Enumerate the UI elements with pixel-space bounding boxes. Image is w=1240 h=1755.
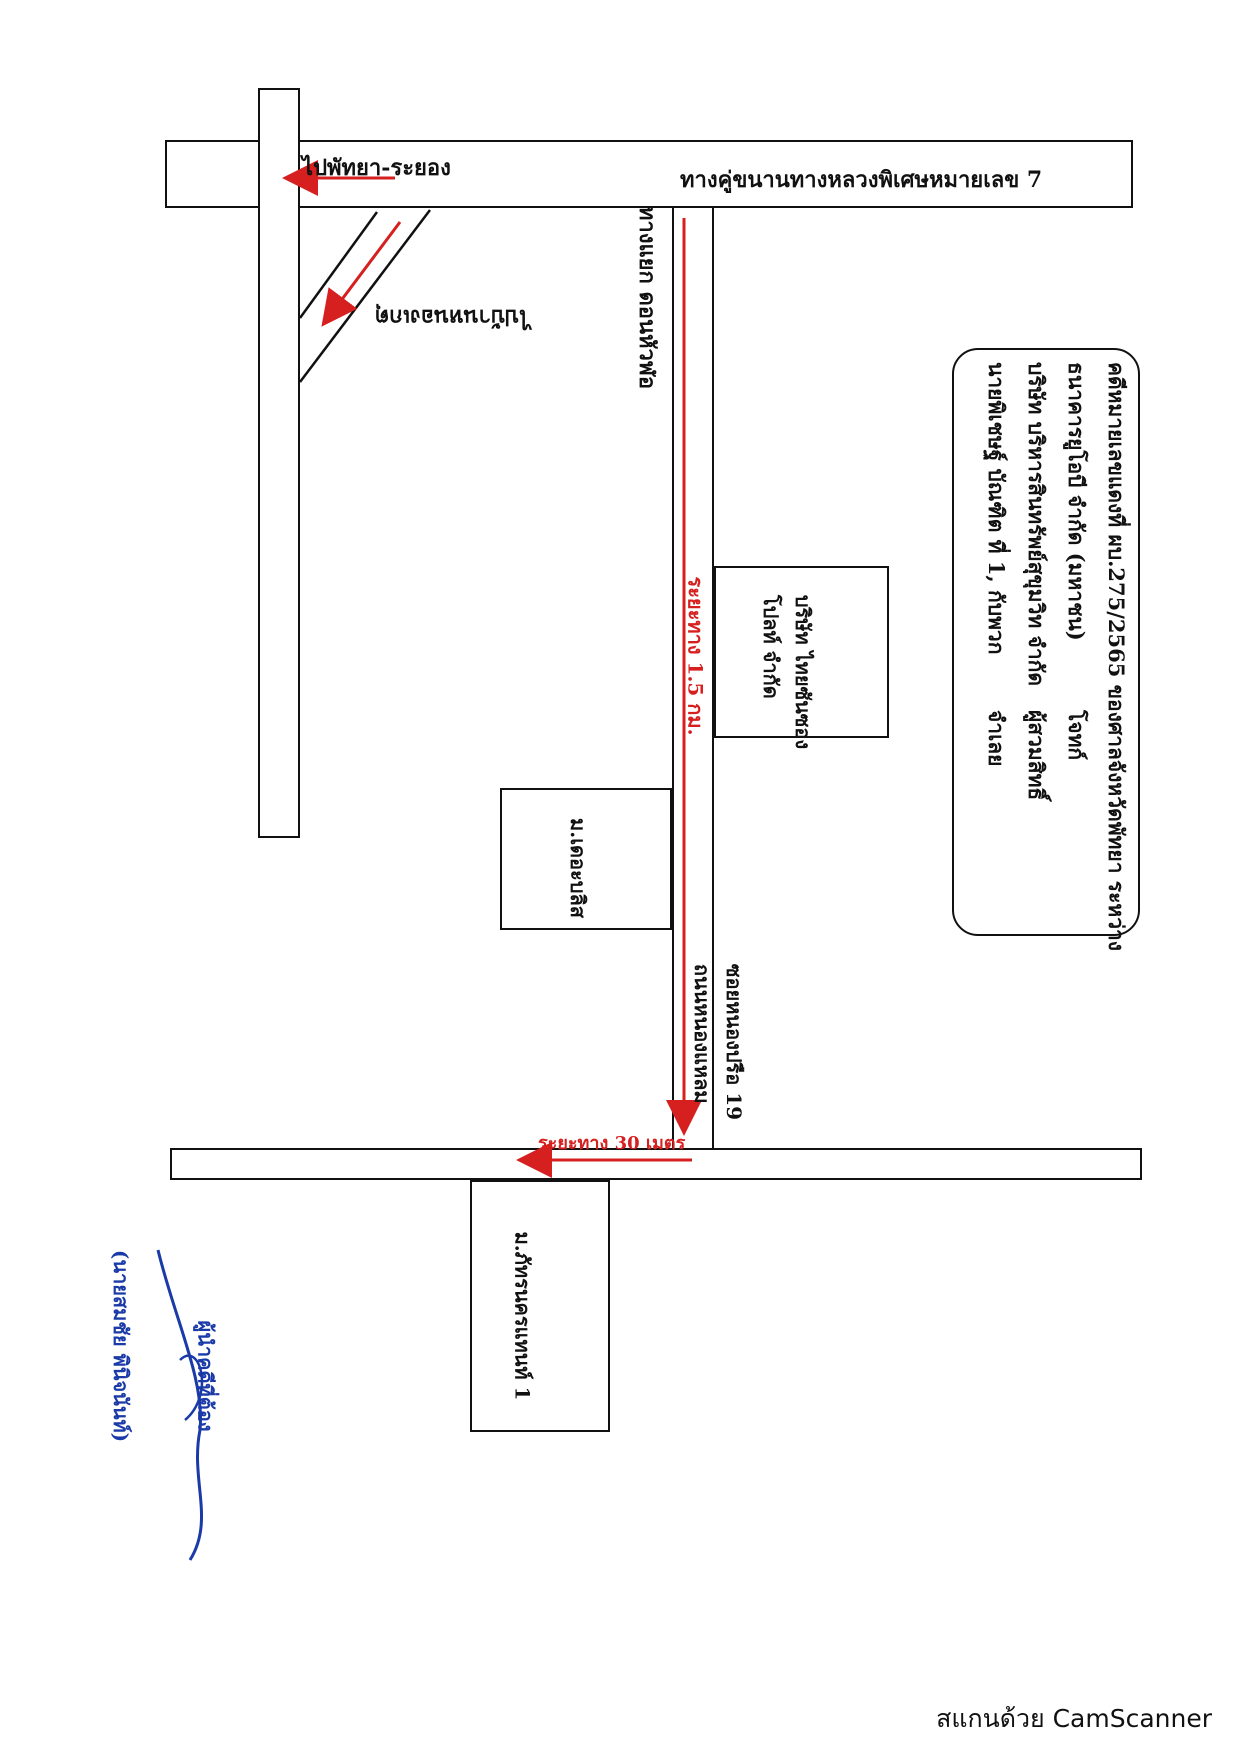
left-vertical-road xyxy=(258,88,300,838)
note-line-1: คดีหมายเลขแดงที่ ผบ.275/2565 ของศาลจังหว… xyxy=(1104,362,1129,952)
signature-title: ผู้นำคดีที่ต้อง xyxy=(193,1320,218,1432)
to-pattaya-label: ไปพัทยา-ระยอง xyxy=(302,155,451,181)
company-box xyxy=(714,566,889,738)
main-vertical-road xyxy=(672,206,714,1150)
company-label: บริษัท ไทยซันซอง โปลท์ จำกัด xyxy=(759,594,816,750)
distance-short-label: ระยะทาง 30 เมตร xyxy=(538,1133,686,1154)
village-2-label: ม.ภัทรนครแทนท์ 1 xyxy=(510,1231,535,1401)
bottom-road xyxy=(170,1148,1142,1180)
left-road-label: ทางแยก ดอนหัวฬอ xyxy=(634,205,661,390)
village-box-2 xyxy=(470,1180,610,1432)
note-line-4b: จำเลย xyxy=(984,710,1009,767)
side-road-edge-1 xyxy=(298,211,379,319)
village-1-label: ม.เดอะบลิส xyxy=(565,818,590,918)
distance-long-label: ระยะทาง 1.5 กม. xyxy=(683,576,708,736)
village-box-1 xyxy=(500,788,672,930)
signature-name: (นายสมชัย พินิจนันท์) xyxy=(109,1249,134,1443)
note-line-3b: ผู้สวมสิทธิ์ xyxy=(1024,710,1049,801)
to-ban-nong-label: ไปบ้านหนองเกตุ xyxy=(375,304,531,330)
camscanner-footer: สแกนด้วย CamScanner xyxy=(936,1704,1212,1733)
note-line-2a: ธนาคารยูโอบี จำกัด (มหาชน) xyxy=(1064,362,1089,641)
note-line-3a: บริษัท บริหารสินทรัพย์สุขุมวิท จำกัด xyxy=(1024,362,1049,686)
highway-road xyxy=(165,140,1133,208)
note-line-4a: นายพิเชษฐ์ บัณฑิต ที่ 1, กับพวก xyxy=(984,362,1009,655)
case-note-box xyxy=(952,348,1140,936)
note-line-2b: โจทก์ xyxy=(1064,710,1089,761)
side-road-edge-2 xyxy=(299,209,431,383)
right-road-label: ซอยหนองปรือ 19 ถนนหนองแหลม xyxy=(690,963,747,1121)
highway-label: ทางคู่ขนานทางหลวงพิเศษหมายเลข 7 xyxy=(680,167,1043,193)
